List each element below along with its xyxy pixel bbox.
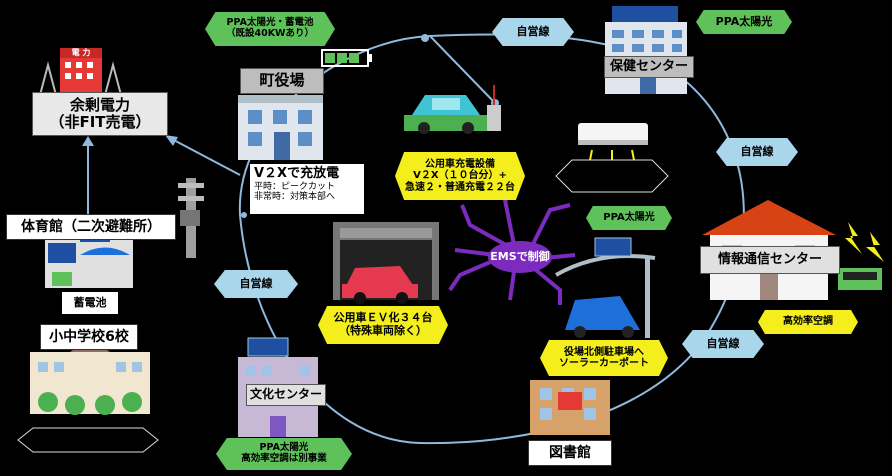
town-hall-ppa-tag: PPA太陽光・蓄電池 （既設40KWあり）	[205, 12, 335, 46]
charging-equipment-label: 公用車充電設備 V２X（１０台分）+ 急速２・普通充電２２台	[395, 152, 525, 200]
arrow-to-power	[167, 136, 241, 176]
solar-carport-icon	[555, 237, 656, 338]
air-conditioner-icon	[578, 123, 648, 161]
culture-ppa-tag: PPA太陽光 高効率空調は別事業	[216, 438, 352, 470]
library-label: 図書館	[528, 440, 612, 466]
power-plant-logo: 電 力	[71, 48, 91, 58]
v2x-line2: 非常時：対策本部へ	[254, 192, 336, 203]
culture-center-label: 文化センター	[246, 384, 326, 406]
gym-label: 体育館（二次避難所）	[6, 214, 176, 240]
battery-icon-townhall	[321, 49, 372, 67]
floor-outline-ac	[555, 159, 669, 193]
utility-pole-icon	[178, 178, 204, 258]
power-plant-icon	[39, 48, 122, 96]
power-plant-label: 余剰電力 （非FIT売電）	[32, 92, 168, 136]
town-hall-icon	[238, 95, 323, 160]
info-center-icon	[702, 200, 884, 300]
v2x-line1: 平時：ピークカット	[254, 181, 336, 192]
health-center-label: 保健センター	[604, 56, 694, 78]
self-line-bottom: 自営線	[682, 330, 764, 358]
floor-outline-school	[17, 427, 159, 453]
schools-label: 小中学校6校	[40, 324, 138, 350]
self-line-left: 自営線	[214, 270, 298, 298]
self-line-top: 自営線	[492, 18, 574, 46]
info-center-label: 情報通信センター	[700, 246, 840, 274]
carport-label: 役場北側駐車場へ ソーラーカーポート	[540, 340, 668, 376]
health-center-icon	[605, 6, 687, 94]
battery-box	[62, 292, 118, 314]
gym-icon	[45, 240, 133, 288]
info-ppa-tag: PPA太陽光	[586, 206, 672, 230]
ems-label: EMSで制御	[490, 249, 550, 263]
charging-car-icon	[404, 85, 501, 134]
town-hall-label: 町役場	[240, 68, 324, 94]
v2x-title: V２Xで充放電	[254, 166, 340, 181]
info-aircon-tag: 高効率空調	[758, 310, 858, 334]
ev-fleet-label: 公用車ＥＶ化３４台 （特殊車両除く）	[318, 306, 448, 344]
library-icon	[530, 380, 610, 435]
self-line-right: 自営線	[716, 138, 798, 166]
battery-label: 蓄電池	[73, 295, 107, 309]
health-ppa-tag: PPA太陽光	[696, 10, 792, 34]
ev-garage-icon	[333, 222, 439, 304]
v2x-note: V２Xで充放電 平時：ピークカット 非常時：対策本部へ	[250, 164, 364, 214]
